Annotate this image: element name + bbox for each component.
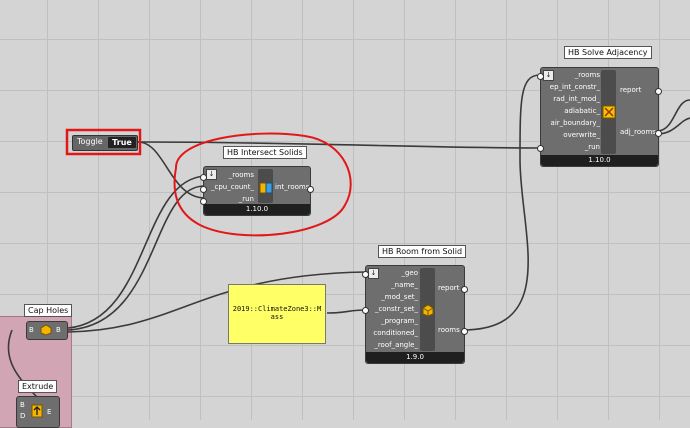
intersect-input-grip[interactable]: [200, 198, 207, 205]
adjacency-output-grip[interactable]: [655, 88, 662, 95]
extrude-input-d: D: [20, 412, 26, 420]
toggle-label: Toggle: [77, 137, 103, 146]
intersect-input-run: _run: [238, 195, 254, 203]
intersect-output-int-rooms: int_rooms: [275, 183, 310, 191]
adjacency-input-grip[interactable]: [537, 145, 544, 152]
dropdown-arrow-icon[interactable]: ↓: [206, 169, 217, 180]
wire-intersect-to-room-geo: [67, 271, 366, 333]
adjacency-input-rooms: _rooms: [574, 71, 600, 79]
room-input-geo: _geo: [401, 269, 418, 277]
extrude-icon: [31, 404, 43, 418]
room-version: 1.9.0: [366, 352, 464, 363]
room-output-grip[interactable]: [461, 328, 468, 335]
dropdown-arrow-icon[interactable]: ↓: [368, 268, 379, 279]
room-title: HB Room from Solid: [378, 245, 467, 258]
room-input-constr-set: _constr_set_: [374, 305, 418, 313]
extrude-component[interactable]: B D E: [16, 396, 60, 428]
room-input-conditioned: conditioned_: [373, 329, 418, 337]
panel-text: 2019::ClimateZone3::Mass: [232, 305, 322, 321]
room-output-report: report: [438, 284, 460, 292]
room-output-rooms: rooms: [438, 326, 460, 334]
cap-holes-input: B: [29, 326, 34, 334]
intersect-title: HB Intersect Solids: [223, 146, 307, 159]
room-input-name: _name_: [391, 281, 418, 289]
adjacency-input-grip[interactable]: [537, 73, 544, 80]
intersect-version: 1.10.0: [204, 204, 310, 215]
toggle-highlight-box: [65, 128, 142, 156]
adjacency-version: 1.10.0: [541, 155, 658, 166]
cap-holes-component[interactable]: B B: [26, 321, 68, 340]
cap-holes-title: Cap Holes: [24, 304, 73, 317]
hb-room-from-solid-component[interactable]: ↓ _geo _name_ _mod_set_ _constr_set_ _pr…: [362, 265, 468, 364]
wire-adjacency-out-2: [656, 117, 690, 135]
adjacency-input-rad-int-mod: rad_int_mod_: [553, 95, 600, 103]
wire-room-to-adjacency: [462, 74, 541, 331]
room-input-grip[interactable]: [362, 271, 369, 278]
room-input-program: _program_: [381, 317, 418, 325]
room-input-mod-set: _mod_set_: [381, 293, 418, 301]
extrude-title: Extrude: [18, 380, 58, 393]
intersect-input-grip[interactable]: [200, 186, 207, 193]
wire-panel-to-room-constr: [326, 309, 366, 314]
room-output-grip[interactable]: [461, 286, 468, 293]
extrude-output: E: [47, 408, 52, 416]
adjacency-title: HB Solve Adjacency: [564, 46, 652, 59]
text-panel[interactable]: 2019::ClimateZone3::Mass: [228, 284, 326, 344]
room-input-roof-angle: _roof_angle_: [374, 341, 418, 349]
boolean-toggle[interactable]: Toggle True: [72, 135, 138, 151]
adjacency-input-overwrite: overwrite_: [563, 131, 600, 139]
intersect-input-grip[interactable]: [200, 174, 207, 181]
wire-caps-to-intersect-rooms-2: [67, 185, 206, 331]
intersect-input-rooms: _rooms: [228, 171, 254, 179]
cube-split-icon: [259, 182, 273, 194]
wire-toggle-to-intersect-run: [137, 141, 206, 199]
cap-holes-icon: [40, 324, 52, 336]
wire-caps-to-intersect-rooms: [67, 175, 206, 329]
wire-extrude-loop: [7, 329, 41, 401]
toggle-value[interactable]: True: [108, 137, 136, 148]
intersect-output-grip[interactable]: [307, 186, 314, 193]
wire-toggle-to-adjacency-run: [137, 141, 541, 149]
adjacency-input-ep-int-constr: ep_int_constr_: [549, 83, 600, 91]
room-input-grip[interactable]: [362, 307, 369, 314]
intersect-highlight-ring: [173, 132, 352, 237]
adjacency-arrows-icon: [602, 105, 616, 119]
adjacency-input-air-boundary: air_boundary_: [550, 119, 600, 127]
adjacency-output-grip[interactable]: [655, 130, 662, 137]
adjacency-output-report: report: [620, 86, 642, 94]
adjacency-output-adj-rooms: adj_rooms: [620, 128, 656, 136]
wire-adjacency-out: [656, 99, 690, 132]
adjacency-input-adiabatic: adiabatic_: [564, 107, 600, 115]
hb-solve-adjacency-component[interactable]: ↓ _rooms ep_int_constr_ rad_int_mod_ adi…: [537, 67, 662, 167]
box-room-icon: [422, 304, 434, 317]
hb-intersect-solids-component[interactable]: ↓ _rooms _cpu_count_ _run int_rooms 1.10…: [200, 166, 314, 216]
intersect-input-cpu-count: _cpu_count_: [211, 183, 254, 191]
adjacency-input-run: _run: [584, 143, 600, 151]
cap-holes-output: B: [56, 326, 61, 334]
extrude-input-b: B: [20, 401, 25, 409]
dropdown-arrow-icon[interactable]: ↓: [543, 70, 554, 81]
